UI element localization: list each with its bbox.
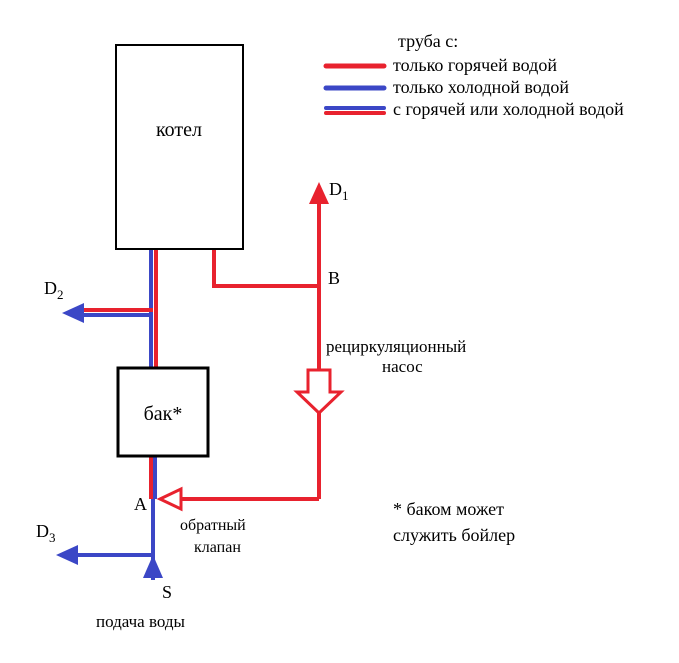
legend-title: труба с: [398, 31, 458, 51]
legend-item-hot: только горячей водой [393, 55, 557, 75]
cold-pipes [56, 499, 163, 580]
hot-pipes [180, 182, 329, 501]
pump-label-line1: рециркуляционный [326, 337, 466, 356]
note-line1: * баком может [393, 499, 504, 519]
point-s-label: S [162, 582, 172, 602]
check-valve-label-line2: клапан [194, 539, 241, 556]
check-valve-label-line1: обратный [180, 517, 246, 534]
boiler-label: котел [156, 119, 202, 141]
point-b-label: B [328, 268, 340, 288]
note-line2: служить бойлер [393, 525, 515, 545]
point-a-label: A [134, 494, 147, 514]
pump-label-line2: насос [382, 357, 423, 376]
legend-item-mixed: с горячей или холодной водой [393, 99, 624, 119]
mixed-branch-d2 [62, 303, 153, 323]
legend-line-mixed [324, 106, 386, 115]
mixed-pipe-below-tank [149, 457, 157, 499]
legend-item-cold: только холодной водой [393, 77, 569, 97]
recirculation-pump-symbol [293, 368, 345, 416]
point-d3-label: D3 [36, 521, 56, 545]
water-supply-label: подача воды [96, 612, 186, 631]
tank-box [116, 366, 210, 458]
check-valve-symbol [156, 486, 183, 512]
point-d2-label: D2 [44, 278, 64, 302]
legend: труба с: только горячей водой только хол… [323, 31, 624, 119]
point-d1-label: D1 [329, 179, 349, 203]
boiler-box [115, 44, 244, 250]
tank-label: бак* [144, 403, 183, 425]
